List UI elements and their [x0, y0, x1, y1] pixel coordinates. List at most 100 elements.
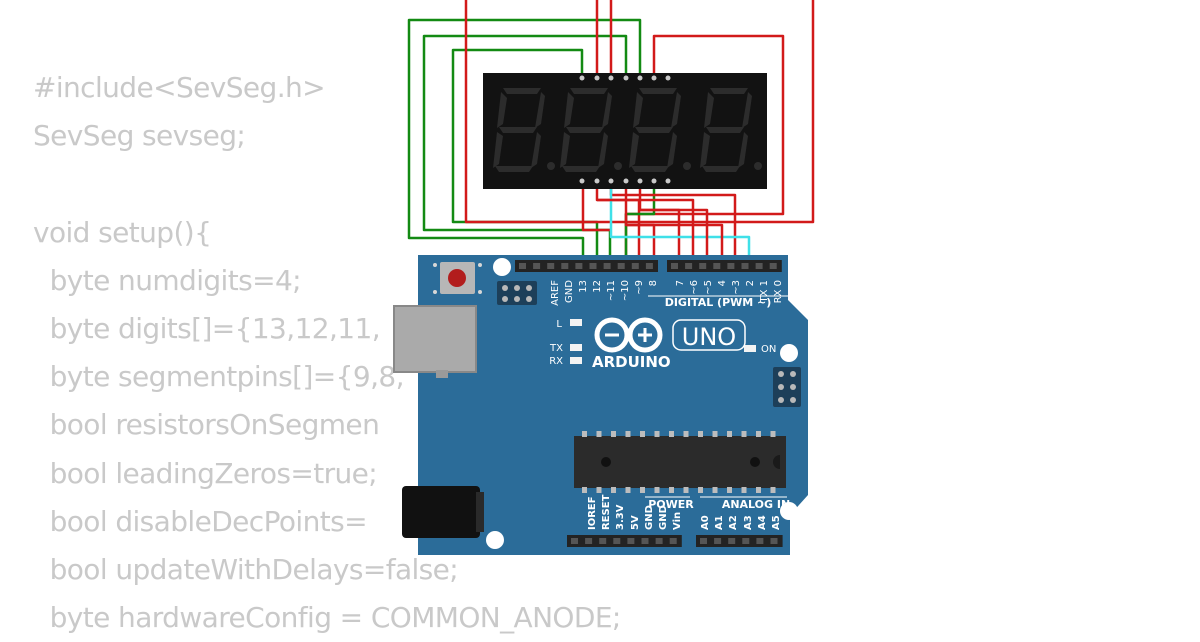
header-pin[interactable]	[685, 263, 693, 269]
header-pin[interactable]	[742, 538, 750, 544]
pin-label: 7	[675, 280, 686, 286]
pin-label: A3	[743, 515, 754, 530]
wire[interactable]	[407, 18, 642, 266]
code-line: bool resistorsOnSegmen	[33, 408, 380, 442]
wire[interactable]	[640, 208, 709, 266]
digital-header-label: DIGITAL (PWM ~)	[665, 296, 772, 309]
wire[interactable]	[626, 223, 724, 266]
header-pin[interactable]	[571, 538, 578, 544]
pin-label: 5V	[630, 515, 641, 530]
header-pin[interactable]	[770, 538, 778, 544]
header-pin[interactable]	[589, 263, 597, 269]
seven-segment-display[interactable]	[483, 73, 767, 189]
header-pin[interactable]	[645, 263, 653, 269]
power-header-label: POWER	[648, 498, 694, 511]
header-pin[interactable]	[714, 538, 722, 544]
header-pin[interactable]	[519, 263, 526, 269]
pin-label: 8	[648, 280, 659, 286]
wire[interactable]	[581, 180, 610, 232]
wire[interactable]	[609, 180, 751, 266]
icsp-header	[497, 281, 537, 305]
header-pin[interactable]	[728, 538, 736, 544]
header-pin[interactable]	[671, 263, 678, 269]
pin-label: 2	[745, 280, 756, 286]
code-line: SevSeg sevseg;	[33, 119, 246, 153]
header-pin[interactable]	[575, 263, 583, 269]
pin-label: ~3	[731, 280, 742, 295]
header-pin[interactable]	[617, 263, 625, 269]
mounting-hole	[486, 531, 504, 549]
pin-label: A2	[728, 515, 739, 530]
uno-model-text: UNO	[682, 323, 736, 351]
led-tx: TX	[549, 343, 582, 354]
pin-label: 13	[578, 280, 589, 293]
header-pin[interactable]	[547, 263, 555, 269]
header-pin[interactable]	[533, 263, 541, 269]
mounting-hole	[780, 344, 798, 362]
header-pin[interactable]	[741, 263, 749, 269]
led-l-label: L	[556, 319, 562, 330]
pin-label: A5	[771, 515, 782, 530]
led-on: ON	[744, 344, 776, 355]
header-pin[interactable]	[713, 263, 721, 269]
pin-label: ~10	[620, 280, 631, 301]
display-digits	[493, 88, 762, 172]
arduino-logo-icon	[594, 317, 663, 353]
header-pin[interactable]	[655, 538, 663, 544]
led-on-label: ON	[761, 344, 776, 355]
atmega-chip	[574, 431, 786, 493]
mounting-hole	[780, 502, 798, 520]
digit	[700, 88, 762, 172]
header-pin[interactable]	[613, 538, 621, 544]
pin-label: 4	[717, 280, 728, 286]
pin-label: GND	[658, 505, 669, 530]
pin-label: ~9	[634, 280, 645, 295]
pin-label: A4	[757, 515, 768, 530]
pin-label: RX 0	[773, 280, 784, 303]
code-line: #include<SevSeg.h>	[33, 71, 326, 104]
led-rx-label: RX	[549, 356, 563, 367]
header-pin[interactable]	[599, 538, 607, 544]
header-pin[interactable]	[769, 263, 777, 269]
pin-label: 12	[592, 280, 603, 293]
header-pin[interactable]	[700, 538, 707, 544]
wire[interactable]	[597, 198, 695, 266]
header-pin[interactable]	[641, 538, 649, 544]
pin-label: 3.3V	[615, 504, 626, 530]
uno-badge-outline	[672, 319, 746, 351]
pin-label: GND	[564, 280, 575, 303]
led-rx: RX	[549, 356, 582, 367]
digital-header[interactable]	[515, 260, 782, 272]
reset-button[interactable]	[433, 262, 482, 294]
header-pin[interactable]	[631, 263, 639, 269]
pin-label: ~11	[606, 280, 617, 301]
wire[interactable]	[624, 180, 656, 266]
header-pin[interactable]	[669, 538, 677, 544]
code-line: bool disableDecPoints=	[33, 504, 368, 538]
header-pin[interactable]	[585, 538, 593, 544]
code-line: byte hardwareConfig = COMMON_ANODE;	[33, 601, 622, 635]
header-pin[interactable]	[627, 538, 635, 544]
usb-port	[393, 305, 477, 378]
code-line: byte segmentpins[]={9,8,	[33, 360, 405, 394]
display-pins	[579, 75, 671, 184]
pin-label: AREF	[550, 280, 561, 306]
header-pin[interactable]	[699, 263, 707, 269]
power-analog-header[interactable]	[567, 535, 783, 547]
header-pin[interactable]	[727, 263, 735, 269]
wires	[407, 0, 815, 266]
header-pin[interactable]	[756, 538, 764, 544]
header-pin[interactable]	[603, 263, 611, 269]
icsp2-header	[773, 367, 801, 407]
header-pin[interactable]	[755, 263, 763, 269]
mounting-hole	[493, 258, 511, 276]
header-pin[interactable]	[561, 263, 569, 269]
pin-label: IOREF	[587, 496, 598, 530]
pin-label: A0	[700, 515, 711, 530]
pin-label: Vin	[672, 512, 683, 530]
led-tx-label: TX	[549, 343, 563, 354]
